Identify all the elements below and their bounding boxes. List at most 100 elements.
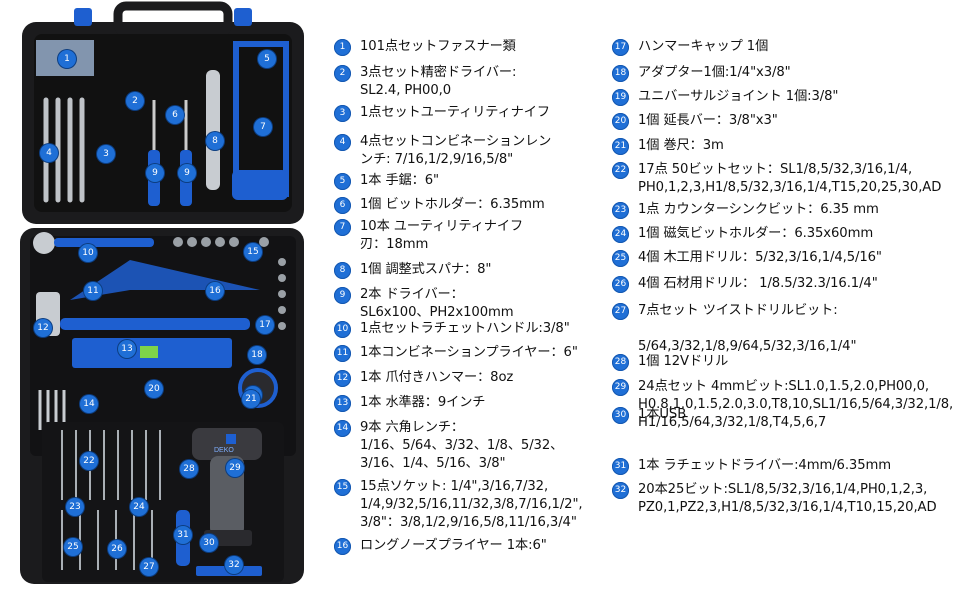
latch-right xyxy=(234,8,252,26)
spec-text: 9本 六角レンチ： 1/16、5/64、3/32、1/8、5/32、 3/16、… xyxy=(360,420,564,471)
spec-item-31: 31 1本 ラチェットドライバー:4mm/6.35mm xyxy=(612,457,891,475)
callout-marker: 28 xyxy=(180,460,198,478)
spec-item-12: 12 1本 爪付きハンマー：8oz xyxy=(334,369,513,387)
callout-marker: 24 xyxy=(130,498,148,516)
callout-marker: 11 xyxy=(84,282,102,300)
ratchet-handle xyxy=(54,238,154,247)
spec-item-32: 32 20本25ビット:SL1/8,5/32,3/16,1/4,PH0,1,2,3… xyxy=(612,481,937,517)
number-badge: 1 xyxy=(334,39,351,56)
spec-text: 7点セット ツイストドリルビット: 5/64,3/32,1/8,9/64,5/3… xyxy=(638,303,857,354)
number-badge: 28 xyxy=(612,354,629,371)
number-badge: 4 xyxy=(334,134,351,151)
callout-marker: 9 xyxy=(146,164,164,182)
callout-marker: 1 xyxy=(58,50,76,68)
callout-marker: 26 xyxy=(108,540,126,558)
callout-marker: 9 xyxy=(178,164,196,182)
spec-text: 1個 12Vドリル xyxy=(638,354,729,369)
spec-item-23: 23 1点 カウンターシンクビット：6.35 mm xyxy=(612,201,879,219)
spec-text: 1点 カウンターシンクビット：6.35 mm xyxy=(638,202,879,217)
spec-text: ハンマーキャップ 1個 xyxy=(638,39,769,54)
callout-marker: 10 xyxy=(79,244,97,262)
case-handle xyxy=(113,1,233,37)
callout-marker: 32 xyxy=(225,556,243,574)
number-badge: 20 xyxy=(612,113,629,130)
spec-text: 24点セット 4mmビット:SL1.0,1.5,2.0,PH00,0, H0.8… xyxy=(638,379,954,430)
spec-text: 1本 手鋸：6" xyxy=(360,173,439,188)
callout-marker: 23 xyxy=(66,498,84,516)
number-badge: 10 xyxy=(334,321,351,338)
spec-item-14: 14 9本 六角レンチ： 1/16、5/64、3/32、1/8、5/32、 3/1… xyxy=(334,419,563,473)
number-badge: 2 xyxy=(334,65,351,82)
number-badge: 25 xyxy=(612,250,629,267)
number-badge: 29 xyxy=(612,379,629,396)
number-badge: 16 xyxy=(334,538,351,555)
spec-item-1: 1 101点セットファスナー類 xyxy=(334,38,516,56)
spec-text: 10本 ユーティリティナイフ 刃：18mm xyxy=(360,219,524,252)
number-badge: 13 xyxy=(334,395,351,412)
spec-text: 1本 爪付きハンマー：8oz xyxy=(360,370,514,385)
callout-marker: 20 xyxy=(145,380,163,398)
number-badge: 17 xyxy=(612,39,629,56)
spec-text: 3点セット精密ドライバー: SL2.4, PH00,0 xyxy=(360,65,517,98)
number-badge: 19 xyxy=(612,89,629,106)
spec-text: 101点セットファスナー類 xyxy=(360,39,516,54)
number-badge: 11 xyxy=(334,345,351,362)
spec-item-17: 17 ハンマーキャップ 1個 xyxy=(612,38,768,56)
spec-text: 17点 50ビットセット：SL1/8,5/32,3/16,1/4, PH0,1,… xyxy=(638,162,942,195)
ratchet-head xyxy=(33,232,55,254)
number-badge: 18 xyxy=(612,65,629,82)
spec-text: 1本 ラチェットドライバー:4mm/6.35mm xyxy=(638,458,892,473)
spec-item-7: 7 10本 ユーティリティナイフ 刃：18mm xyxy=(334,218,523,254)
callout-marker: 6 xyxy=(166,106,184,124)
number-badge: 7 xyxy=(334,219,351,236)
number-badge: 15 xyxy=(334,479,351,496)
callout-marker: 15 xyxy=(244,243,262,261)
adjustable-wrench xyxy=(206,70,220,190)
spec-item-18: 18 アダプター1個:1/4"x3/8" xyxy=(612,64,791,82)
number-badge: 14 xyxy=(334,420,351,437)
callout-marker: 4 xyxy=(40,144,58,162)
number-badge: 27 xyxy=(612,303,629,320)
callout-marker: 14 xyxy=(80,395,98,413)
callout-marker: 8 xyxy=(206,132,224,150)
spec-text: 1本USB xyxy=(638,407,687,422)
hammer-handle xyxy=(60,318,250,330)
callout-marker: 22 xyxy=(80,452,98,470)
drill-brand: DEKO xyxy=(214,447,234,454)
callout-marker: 3 xyxy=(97,145,115,163)
callout-marker: 2 xyxy=(126,92,144,110)
spec-item-25: 25 4個 木工用ドリル：5/32,3/16,1/4,5/16" xyxy=(612,249,882,267)
callout-marker: 18 xyxy=(248,346,266,364)
drill-accent xyxy=(226,434,236,444)
number-badge: 24 xyxy=(612,226,629,243)
spec-text: 1個 調整式スパナ：8" xyxy=(360,262,492,277)
tool-case-illustration: DEKO xyxy=(20,1,304,584)
spec-text: 1個 磁気ビットホルダー：6.35x60mm xyxy=(638,226,874,241)
callout-marker: 31 xyxy=(174,526,192,544)
spec-text: 4個 木工用ドリル：5/32,3/16,1/4,5/16" xyxy=(638,250,882,265)
number-badge: 26 xyxy=(612,276,629,293)
number-badge: 31 xyxy=(612,458,629,475)
callout-marker: 12 xyxy=(34,319,52,337)
spec-text: アダプター1個:1/4"x3/8" xyxy=(638,65,791,80)
number-badge: 12 xyxy=(334,370,351,387)
sockets xyxy=(173,237,286,330)
number-badge: 8 xyxy=(334,262,351,279)
product-image: DEKO 12345678991011121314151617181920212… xyxy=(0,0,312,600)
spec-item-29: 29 24点セット 4mmビット:SL1.0,1.5,2.0,PH00,0, H0… xyxy=(612,378,953,432)
number-badge: 23 xyxy=(612,202,629,219)
callout-marker: 21 xyxy=(242,390,260,408)
number-badge: 32 xyxy=(612,482,629,499)
spec-text: 20本25ビット:SL1/8,5/32,3/16,1/4,PH0,1,2,3, … xyxy=(638,482,937,515)
spec-item-27: 27 7点セット ツイストドリルビット: 5/64,3/32,1/8,9/64,5… xyxy=(612,302,857,356)
